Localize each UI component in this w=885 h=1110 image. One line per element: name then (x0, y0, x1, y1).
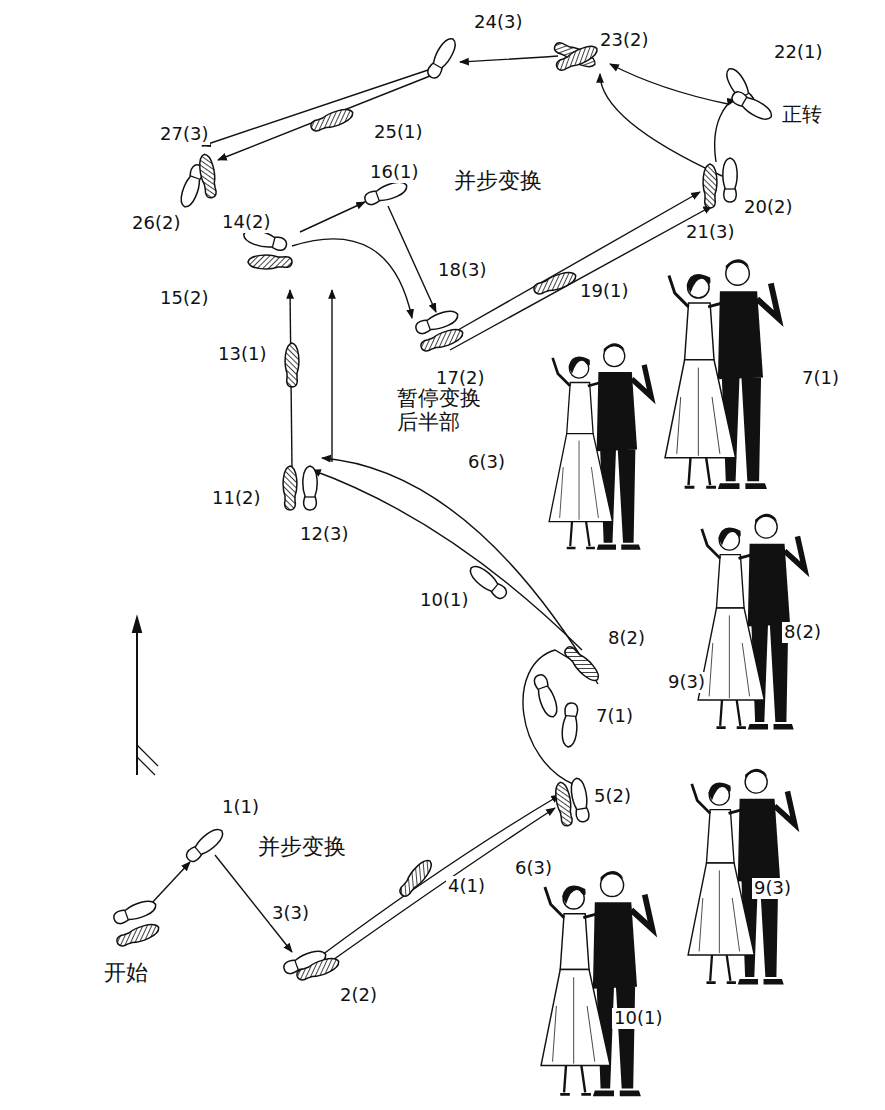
step-label: 13(1) (216, 344, 268, 365)
step-label: 正转 (780, 103, 824, 126)
step-label: 25(1) (372, 122, 424, 143)
step-label: 6(3) (466, 452, 507, 473)
step-label: 4(1) (446, 876, 487, 897)
step-label: 21(3) (684, 222, 736, 243)
footprints (112, 35, 775, 983)
step-label: 23(2) (598, 30, 650, 51)
step-label: 开始 (102, 960, 150, 985)
wall-symbol (133, 618, 158, 775)
step-label: 16(1) (368, 162, 420, 183)
step-label: 19(1) (578, 281, 630, 302)
step-label: 10(1) (612, 1008, 664, 1029)
step-label: 12(3) (298, 524, 350, 545)
dancer-figures (541, 259, 805, 1096)
step-label: 7(1) (800, 368, 841, 389)
step-label: 并步变换 (256, 834, 348, 859)
step-label: 11(2) (210, 488, 262, 509)
step-label: 26(2) (130, 213, 182, 234)
step-label: 暂停变换 后半部 (395, 386, 494, 434)
step-label: 8(2) (782, 622, 823, 643)
step-label: 24(3) (472, 12, 524, 33)
step-label: 2(2) (338, 985, 379, 1006)
step-label: 8(2) (606, 628, 647, 649)
step-label: 10(1) (418, 590, 470, 611)
step-label: 22(1) (772, 42, 824, 63)
step-label: 6(3) (513, 858, 554, 879)
step-label: 1(1) (220, 797, 261, 818)
step-label: 5(2) (592, 786, 633, 807)
step-label: 9(3) (752, 878, 793, 899)
path-lines (150, 56, 736, 962)
step-label: 并步变换 (452, 168, 544, 193)
step-label: 3(3) (270, 903, 311, 924)
step-label: 27(3) (158, 124, 210, 145)
step-label: 9(3) (666, 672, 707, 693)
step-label: 15(2) (158, 288, 210, 309)
step-label: 14(2) (220, 212, 272, 233)
step-label: 7(1) (594, 706, 635, 727)
step-label: 20(2) (742, 197, 794, 218)
step-label: 18(3) (436, 260, 488, 281)
